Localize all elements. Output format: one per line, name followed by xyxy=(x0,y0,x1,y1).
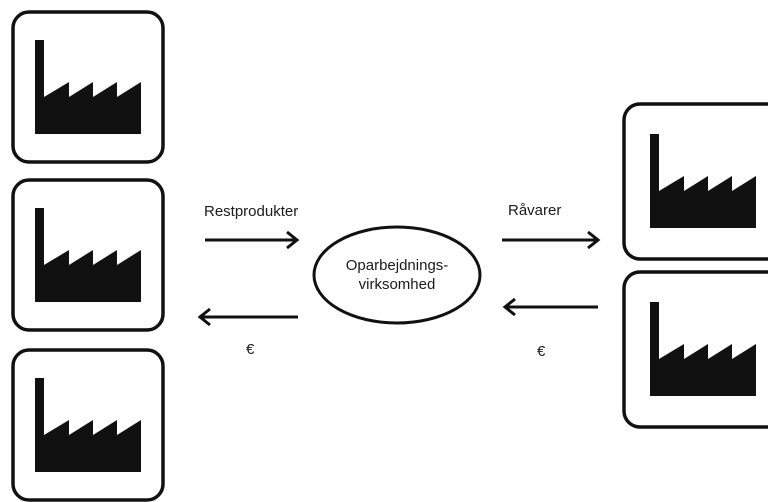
factory-box xyxy=(622,102,768,261)
left-factory-2 xyxy=(11,178,165,332)
euro-label-left: € xyxy=(246,341,255,358)
left-flow: Restprodukter € xyxy=(197,203,300,358)
ravarer-label: Råvarer xyxy=(508,202,561,219)
right-factory-2 xyxy=(622,270,768,429)
processing-node: Oparbejdnings- virksomhed xyxy=(312,225,482,325)
restprodukter-label: Restprodukter xyxy=(204,203,298,220)
arrow-right-icon xyxy=(502,230,601,250)
factory-box xyxy=(622,270,768,429)
arrow-left-icon xyxy=(502,297,598,317)
processing-label-line1: Oparbejdnings- xyxy=(346,257,449,274)
left-factory-group xyxy=(11,10,165,502)
processing-label-line2: virksomhed xyxy=(359,276,436,293)
left-factory-3 xyxy=(11,348,165,502)
euro-label-right: € xyxy=(537,343,546,360)
arrow-right-icon xyxy=(205,230,300,250)
right-factory-1 xyxy=(622,102,768,261)
arrow-left-icon xyxy=(197,307,298,327)
right-factory-group xyxy=(622,102,768,429)
processing-ellipse xyxy=(312,225,482,325)
right-flow: Råvarer € xyxy=(502,202,601,360)
left-factory-1 xyxy=(11,10,165,164)
